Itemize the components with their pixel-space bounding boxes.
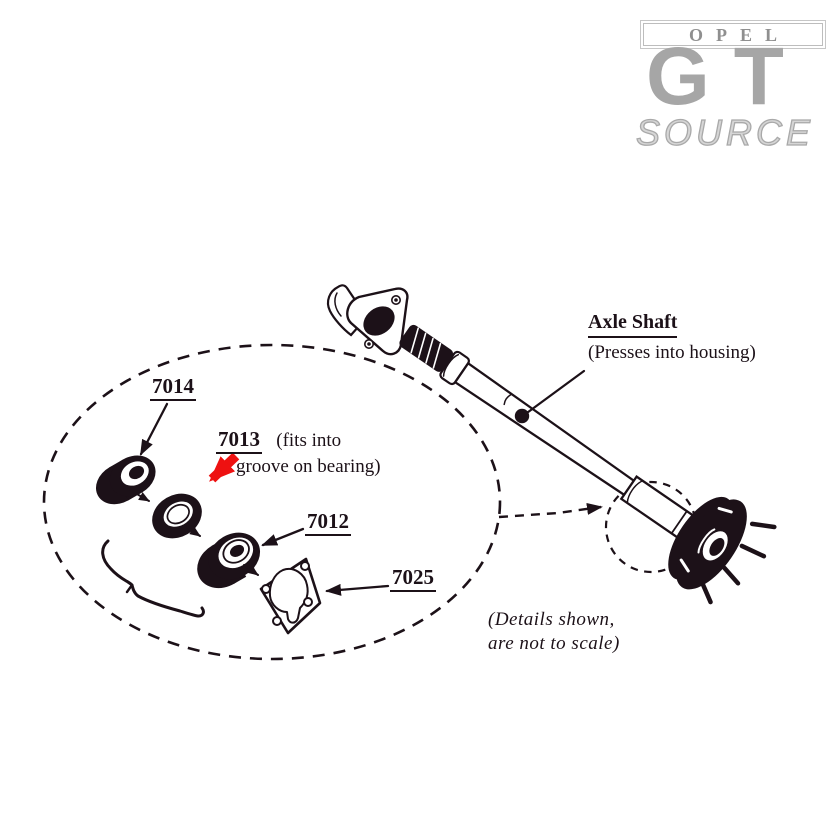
opel-logo-box: OPEL (640, 20, 826, 49)
detail-leader-dashed-arrow (498, 502, 603, 519)
scale-disclaimer-note: (Details shown, are not to scale) (488, 608, 620, 656)
callout-arrow-7012 (261, 527, 305, 547)
part-number-7012: 7012 (305, 509, 351, 537)
part-number-7013: 7013 (216, 427, 262, 455)
axle-shaft-drawing (399, 324, 777, 605)
part-number-7014: 7014 (150, 374, 196, 402)
retaining-clip-drawing (101, 539, 205, 618)
part-note-7013-line1: (fits into (276, 430, 342, 451)
part-7025-gasket-drawing (259, 557, 322, 635)
part-number-7025: 7025 (390, 565, 436, 593)
axle-shaft-title: Axle Shaft (588, 310, 678, 338)
assembly-arrow-7014-to-7013 (129, 489, 150, 502)
part-7014-collar-drawing (95, 455, 156, 505)
part-label-7025: 7025 (390, 565, 436, 593)
leader-dot (514, 408, 530, 424)
part-label-7012: 7012 (305, 509, 351, 537)
source-logo-text: SOURCE (635, 111, 815, 153)
detail-ellipse (42, 343, 502, 661)
part-7013-ring-drawing (152, 493, 202, 539)
part-label-7014: 7014 (150, 374, 196, 402)
callout-arrow-7025 (325, 583, 390, 596)
part-label-7013: 7013 (fits into groove on bearing) (216, 427, 381, 478)
scale-note-line2: are not to scale) (488, 632, 620, 654)
assembly-arrow-7012-to-7025 (243, 564, 259, 576)
axle-label-leader-line (518, 369, 586, 420)
gt-logo-text: GT (646, 31, 808, 122)
red-arrow-icon (208, 452, 240, 483)
part-note-7013-line2: groove on bearing) (236, 456, 381, 478)
part-7012-bearing-drawing (197, 532, 261, 589)
callout-arrow-7014 (139, 402, 169, 456)
axle-shaft-subtitle: (Presses into housing) (588, 342, 756, 363)
opel-logo-text: OPEL (643, 23, 823, 46)
assembly-arrow-7013-to-7012 (186, 526, 201, 537)
housing-flange-drawing (326, 284, 409, 356)
axle-shaft-label: Axle Shaft (Presses into housing) (588, 310, 756, 365)
scale-note-line1: (Details shown, (488, 609, 615, 630)
